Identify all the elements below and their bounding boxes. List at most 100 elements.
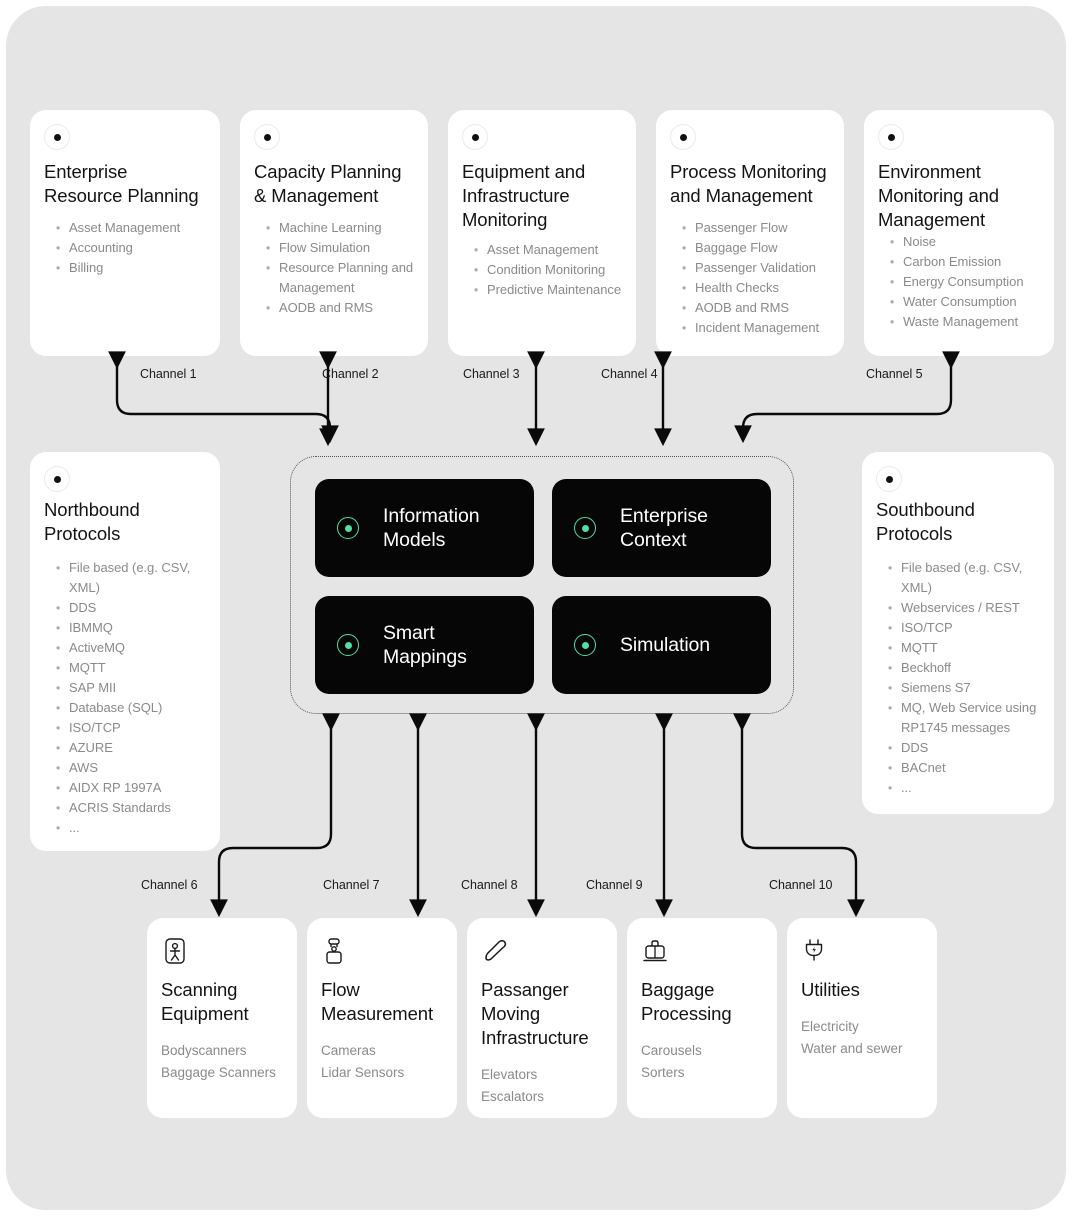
list-item: Waste Management — [890, 312, 1044, 332]
list-item: Carbon Emission — [890, 252, 1044, 272]
card-item-list: Elevators Escalators — [481, 1064, 609, 1108]
list-item: ... — [888, 778, 1044, 798]
list-item: MQTT — [888, 638, 1044, 658]
list-item: ISO/TCP — [888, 618, 1044, 638]
list-item: AODB and RMS — [682, 298, 834, 318]
card-item-list: Passenger Flow Baggage Flow Passenger Va… — [682, 218, 834, 338]
list-item: DDS — [888, 738, 1044, 758]
channel-6-label: Channel 6 — [141, 878, 198, 892]
list-item: ISO/TCP — [56, 718, 210, 738]
channel-2-label: Channel 2 — [322, 367, 379, 381]
card-item-list: Cameras Lidar Sensors — [321, 1040, 449, 1084]
list-item: Database (SQL) — [56, 698, 210, 718]
card-title: Utilities — [801, 979, 860, 1000]
card-dot-icon — [44, 466, 70, 492]
power-plug-icon — [805, 939, 823, 961]
list-item: ActiveMQ — [56, 638, 210, 658]
list-item: Baggage Flow — [682, 238, 834, 258]
card-item-list: Bodyscanners Baggage Scanners — [161, 1040, 289, 1084]
list-item: Flow Simulation — [266, 238, 418, 258]
card-capacity-planning-management[interactable]: Capacity Planning& Management Machine Le… — [240, 110, 428, 356]
list-item: Baggage Scanners — [161, 1065, 276, 1080]
channel-4-label: Channel 4 — [601, 367, 658, 381]
card-item-list: Asset Management Condition Monitoring Pr… — [474, 240, 626, 300]
list-item: Beckhoff — [888, 658, 1044, 678]
list-item: AIDX RP 1997A — [56, 778, 210, 798]
list-item: Cameras — [321, 1043, 376, 1058]
list-item: ACRIS Standards — [56, 798, 210, 818]
card-dot-icon — [254, 124, 280, 150]
module-label: Simulation — [620, 634, 711, 656]
escalator-icon — [485, 940, 507, 961]
card-item-list: Electricity Water and sewer — [801, 1016, 929, 1060]
target-dot-icon — [337, 634, 359, 656]
channel-1-label: Channel 1 — [140, 367, 197, 381]
list-item: Billing — [56, 258, 210, 278]
card-item-list: Machine Learning Flow Simulation Resourc… — [266, 218, 418, 318]
channel-10-label: Channel 10 — [769, 878, 833, 892]
card-dot-icon — [462, 124, 488, 150]
list-item: Bodyscanners — [161, 1043, 247, 1058]
channel-9-label: Channel 9 — [586, 878, 643, 892]
card-item-list: Carousels Sorters — [641, 1040, 769, 1084]
card-dot-icon — [876, 466, 902, 492]
list-item: Carousels — [641, 1043, 702, 1058]
target-dot-icon — [337, 517, 359, 539]
list-item: MQ, Web Service using RP1745 messages — [888, 698, 1044, 738]
list-item: Water Consumption — [890, 292, 1044, 312]
list-item: Health Checks — [682, 278, 834, 298]
card-title: Capacity Planning& Management — [254, 161, 402, 206]
list-item: Accounting — [56, 238, 210, 258]
list-item: Sorters — [641, 1065, 685, 1080]
module-simulation[interactable]: Simulation — [552, 596, 771, 694]
card-item-list: Noise Carbon Emission Energy Consumption… — [890, 232, 1044, 332]
channel-8-label: Channel 8 — [461, 878, 518, 892]
list-item: AWS — [56, 758, 210, 778]
list-item: AZURE — [56, 738, 210, 758]
list-item: File based (e.g. CSV, XML) — [56, 558, 210, 598]
body-scanner-icon — [165, 938, 185, 964]
list-item: Electricity — [801, 1019, 859, 1034]
list-item: File based (e.g. CSV, XML) — [888, 558, 1044, 598]
list-item: SAP MII — [56, 678, 210, 698]
card-item-list: Asset Management Accounting Billing — [56, 218, 210, 278]
list-item: AODB and RMS — [266, 298, 418, 318]
list-item: BACnet — [888, 758, 1044, 778]
list-item: ... — [56, 818, 210, 838]
list-item: Passenger Validation — [682, 258, 834, 278]
list-item: Machine Learning — [266, 218, 418, 238]
card-dot-icon — [878, 124, 904, 150]
card-utilities[interactable]: Utilities Electricity Water and sewer — [787, 918, 937, 1118]
list-item: Escalators — [481, 1089, 545, 1104]
list-item: Webservices / REST — [888, 598, 1044, 618]
list-item: Predictive Maintenance — [474, 280, 626, 300]
target-dot-icon — [574, 517, 596, 539]
list-item: Asset Management — [474, 240, 626, 260]
list-item: DDS — [56, 598, 210, 618]
card-item-list: File based (e.g. CSV, XML) Webservices /… — [888, 558, 1044, 798]
